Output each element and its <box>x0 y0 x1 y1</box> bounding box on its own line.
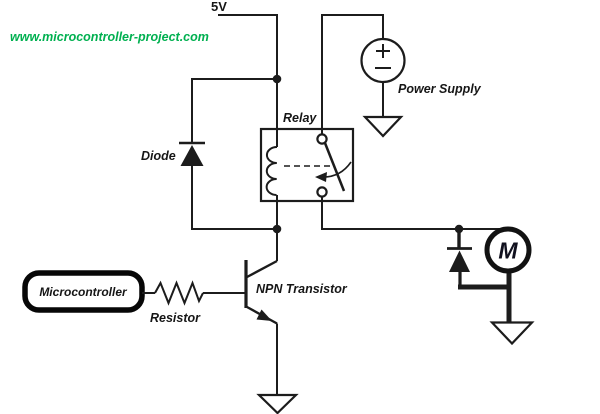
power-supply-icon <box>360 37 406 84</box>
wire-diode-bottom <box>191 166 277 230</box>
transistor-emitter-arrowhead <box>256 309 272 321</box>
wire-5v-to-coil <box>218 14 278 147</box>
relay-contact-top <box>316 133 328 145</box>
resistor-icon <box>154 280 204 306</box>
ground-symbol-motor <box>489 321 535 346</box>
relay-contact-bottom <box>316 186 328 198</box>
junction-dot-bottom <box>272 224 282 234</box>
supply-voltage-label: 5V <box>211 0 227 14</box>
diode-triangle <box>180 145 204 166</box>
relay-symbol <box>259 127 355 203</box>
watermark-url: www.microcontroller-project.com <box>10 30 209 44</box>
wire-switch-to-motor <box>321 196 503 230</box>
motor-letter: M <box>498 238 518 264</box>
power-supply-label: Power Supply <box>398 82 482 96</box>
npn-transistor-label: NPN Transistor <box>256 282 348 296</box>
motor-branch: M <box>321 196 535 346</box>
microcontroller-label: Microcontroller <box>39 285 128 299</box>
relay-switch-blade <box>323 142 346 192</box>
power-supply-branch <box>321 14 406 138</box>
relay-box <box>259 127 355 203</box>
junction-dot-top <box>272 74 282 84</box>
plus-icon <box>376 44 390 58</box>
diode-icon <box>179 141 205 166</box>
npn-transistor-icon <box>244 259 299 414</box>
transistor-collector <box>246 259 278 279</box>
motor-flyback-diode-icon <box>447 247 472 272</box>
motor-circle <box>484 226 532 274</box>
ground-symbol-power-supply <box>362 115 404 138</box>
motor-diode-triangle <box>449 250 470 272</box>
wire-diode-top <box>191 78 277 143</box>
resistor-label: Resistor <box>150 311 201 325</box>
motor-icon: M <box>484 226 532 274</box>
base-drive-branch: Microcontroller <box>22 270 245 313</box>
flyback-diode-branch <box>179 74 282 234</box>
wire-switch-to-supply <box>321 14 384 135</box>
wire-5v-rail <box>218 14 278 261</box>
relay-switch-arrowhead <box>315 172 327 182</box>
relay-coil-icon <box>265 145 278 196</box>
microcontroller-box <box>22 270 145 313</box>
ground-symbol-emitter <box>256 393 299 414</box>
diode-label: Diode <box>141 149 176 163</box>
relay-label: Relay <box>283 111 317 125</box>
